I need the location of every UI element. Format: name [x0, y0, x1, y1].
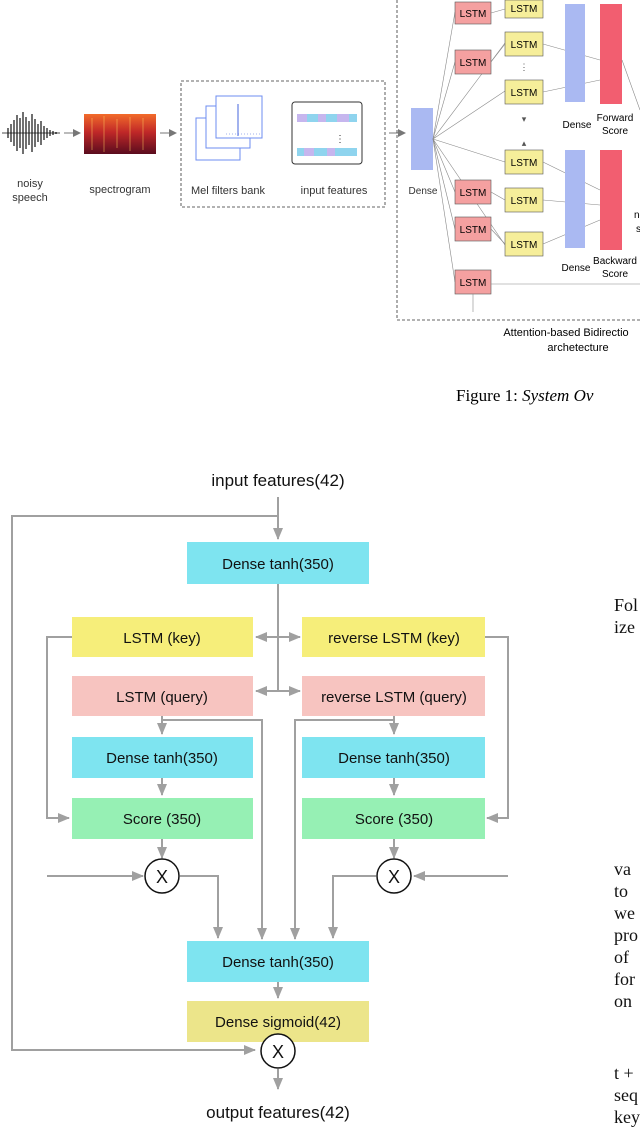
- reverse-lstm-query-label: reverse LSTM (query): [321, 689, 467, 706]
- body-line: on: [614, 991, 632, 1011]
- figure-1-caption: Figure 1: System Ov: [456, 386, 594, 405]
- multiply-output-node: X: [260, 1033, 296, 1069]
- multiply-left-node: X: [144, 858, 180, 894]
- svg-text:⋮: ⋮: [335, 134, 345, 145]
- score-left-box: Score (350): [72, 798, 253, 839]
- backward-dense-layer: [565, 150, 585, 248]
- lstm-query-label: LSTM (query): [116, 689, 208, 706]
- dense-tanh-right-box: Dense tanh(350): [302, 737, 485, 778]
- feature-extraction-group: [180, 80, 386, 208]
- architecture-label-1: Attention-based Bidirectio: [503, 327, 628, 339]
- attention-architecture-group: [396, 0, 640, 321]
- body-line: pro: [614, 925, 638, 945]
- lstm-label: LSTM: [460, 278, 487, 289]
- query-lstm-column: LSTM LSTM LSTM LSTM LSTM: [454, 1, 492, 295]
- figure-2-model-architecture: input features(42) output features(42) D…: [11, 471, 509, 1122]
- body-line: Fol: [614, 595, 639, 615]
- lstm-label: LSTM: [511, 158, 538, 169]
- body-text-lower: va to we pro of for on: [614, 858, 638, 1012]
- noisy-speech-label-2: speech: [12, 192, 47, 204]
- body-line: of: [614, 947, 629, 967]
- svg-text:▴: ▴: [522, 138, 527, 148]
- body-line: we: [614, 903, 635, 923]
- reverse-lstm-query-box: reverse LSTM (query): [302, 676, 485, 716]
- body-line: seq: [614, 1085, 638, 1105]
- lstm-key-label: LSTM (key): [123, 630, 201, 647]
- dense-label: Dense: [562, 263, 591, 274]
- cut-label-2: s: [636, 224, 640, 235]
- multiply-icon: X: [272, 1042, 284, 1062]
- output-features-label: output features(42): [206, 1103, 350, 1122]
- lstm-label: LSTM: [511, 4, 538, 15]
- architecture-label-2: archetecture: [547, 342, 608, 354]
- lstm-label: LSTM: [511, 240, 538, 251]
- forward-score-label-1: Forward: [597, 113, 634, 124]
- lstm-label: LSTM: [511, 88, 538, 99]
- dense-sigmoid-label: Dense sigmoid(42): [215, 1014, 341, 1031]
- lstm-label: LSTM: [511, 196, 538, 207]
- score-left-label: Score (350): [123, 811, 201, 828]
- dense-tanh-bottom-box: Dense tanh(350): [187, 941, 369, 982]
- lstm-key-box: LSTM (key): [72, 617, 253, 657]
- score-right-label: Score (350): [355, 811, 433, 828]
- dense-label: Dense: [563, 120, 592, 131]
- mel-filters-icon: [195, 95, 263, 161]
- input-features-icon: ⋮: [291, 101, 363, 165]
- dense-label: Dense: [409, 186, 438, 197]
- dense-tanh-left-box: Dense tanh(350): [72, 737, 253, 778]
- svg-text:▾: ▾: [522, 114, 527, 124]
- lstm-label: LSTM: [460, 58, 487, 69]
- dense-tanh-bottom-label: Dense tanh(350): [222, 954, 334, 971]
- dense-tanh-left-label: Dense tanh(350): [106, 750, 218, 767]
- key-lstm-column: LSTM LSTM LSTM LSTM LSTM LSTM: [504, 0, 544, 257]
- lstm-label: LSTM: [511, 40, 538, 51]
- backward-score-layer: [600, 150, 622, 250]
- waveform-icon: [2, 112, 60, 154]
- body-text-upper: Fol ize: [614, 594, 638, 638]
- spectrogram-label: spectrogram: [89, 184, 150, 196]
- dense-input-layer: [411, 108, 433, 170]
- reverse-lstm-key-label: reverse LSTM (key): [328, 630, 460, 647]
- score-right-box: Score (350): [302, 798, 485, 839]
- multiply-icon: X: [388, 867, 400, 887]
- dense-tanh-top-box: Dense tanh(350): [187, 542, 369, 584]
- dense-tanh-top-label: Dense tanh(350): [222, 556, 334, 573]
- mel-filters-label: Mel filters bank: [191, 185, 265, 197]
- body-line: ize: [614, 617, 635, 637]
- multiply-icon: X: [156, 867, 168, 887]
- body-line: va: [614, 859, 631, 879]
- body-line: t +: [614, 1063, 634, 1083]
- forward-dense-layer: [565, 4, 585, 102]
- multiply-right-node: X: [376, 858, 412, 894]
- forward-score-layer: [600, 4, 622, 104]
- lstm-query-box: LSTM (query): [72, 676, 253, 716]
- input-features-label: input features(42): [211, 471, 344, 490]
- lstm-label: LSTM: [460, 188, 487, 199]
- spectrogram-image: [84, 114, 156, 154]
- lstm-label: LSTM: [460, 9, 487, 20]
- dense-tanh-right-label: Dense tanh(350): [338, 750, 450, 767]
- noisy-speech-label-1: noisy: [17, 178, 43, 190]
- svg-text:⋮: ⋮: [520, 62, 529, 72]
- cut-label-1: no: [634, 210, 640, 221]
- body-line: key: [614, 1107, 640, 1127]
- figure-1-system-overview: noisy speech spectrogram Mel filters ban…: [2, 0, 640, 405]
- input-features-label: input features: [301, 185, 368, 197]
- forward-score-label-2: Score: [602, 126, 629, 137]
- backward-score-label-2: Score: [602, 269, 629, 280]
- backward-score-label-1: Backward: [593, 256, 637, 267]
- body-line: for: [614, 969, 635, 989]
- body-line: to: [614, 881, 629, 901]
- body-text-bottom: t + seq key: [614, 1062, 640, 1128]
- reverse-lstm-key-box: reverse LSTM (key): [302, 617, 485, 657]
- lstm-label: LSTM: [460, 225, 487, 236]
